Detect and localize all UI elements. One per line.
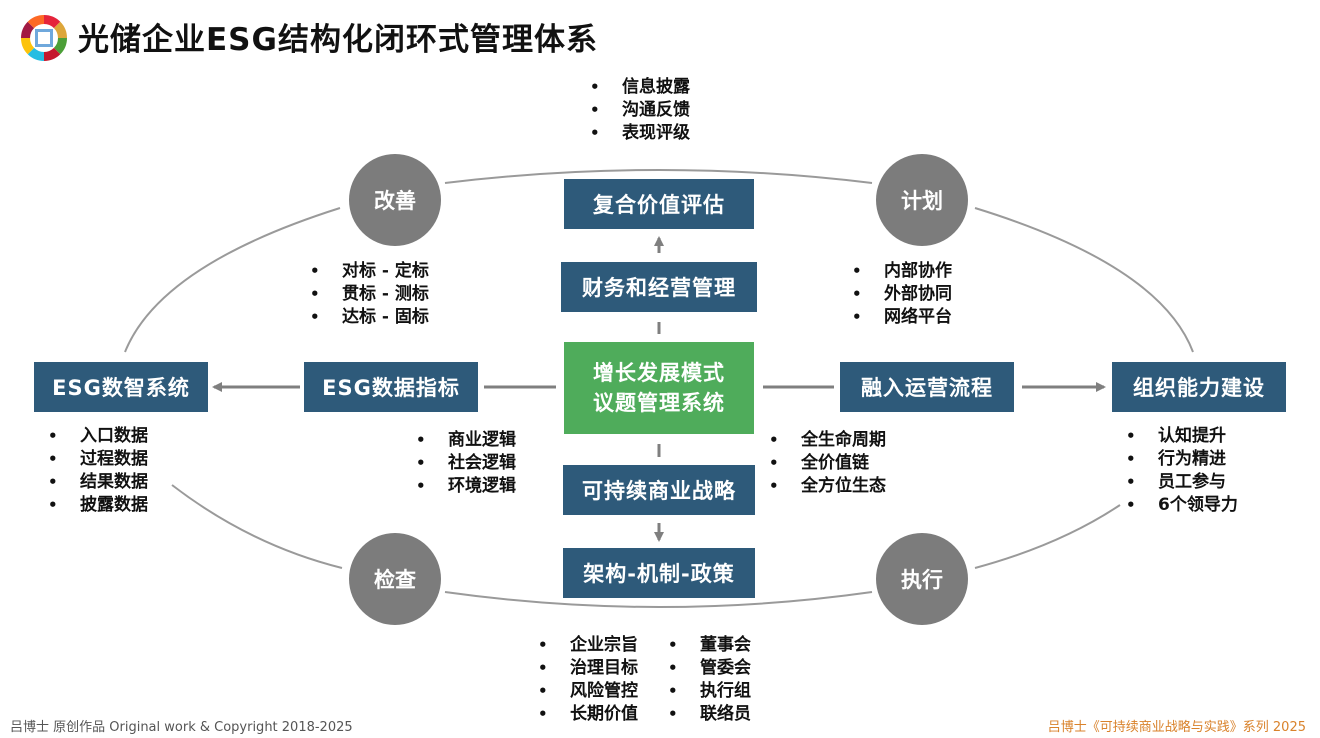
list-item: 全生命周期	[765, 429, 886, 452]
list-org-capability: 认知提升 行为精进 员工参与 6个领导力	[1122, 425, 1238, 517]
list-bottom-right: 董事会 管委会 执行组 联络员	[664, 634, 751, 726]
list-bottom-left: 企业宗旨 治理目标 风险管控 长期价值	[534, 634, 638, 726]
list-item: 入口数据	[44, 425, 148, 448]
list-improve: 对标 - 定标 贯标 - 测标 达标 - 固标	[306, 260, 429, 329]
list-item: 执行组	[664, 680, 751, 703]
list-top: 信息披露 沟通反馈 表现评级	[586, 76, 690, 145]
list-item: 社会逻辑	[412, 452, 516, 475]
list-integrate: 全生命周期 全价值链 全方位生态	[765, 429, 886, 498]
list-item: 认知提升	[1122, 425, 1238, 448]
list-item: 长期价值	[534, 703, 638, 726]
execute-circle: 执行	[876, 533, 968, 625]
esg-system-box: ESG数智系统	[34, 362, 208, 412]
list-item: 管委会	[664, 657, 751, 680]
list-item: 贯标 - 测标	[306, 283, 429, 306]
cycle-arc-right-lower	[974, 504, 1121, 569]
list-item: 行为精进	[1122, 448, 1238, 471]
list-esg-system: 入口数据 过程数据 结果数据 披露数据	[44, 425, 148, 517]
list-item: 6个领导力	[1122, 494, 1238, 517]
list-item: 外部协同	[848, 283, 952, 306]
plan-circle: 计划	[876, 154, 968, 246]
improve-circle: 改善	[349, 154, 441, 246]
list-item: 披露数据	[44, 494, 148, 517]
list-plan: 内部协作 外部协同 网络平台	[848, 260, 952, 329]
list-item: 全方位生态	[765, 475, 886, 498]
finance-box: 财务和经营管理	[561, 262, 757, 312]
list-item: 员工参与	[1122, 471, 1238, 494]
structure-box: 架构-机制-政策	[563, 548, 755, 598]
esg-indicators-box: ESG数据指标	[304, 362, 478, 412]
list-item: 内部协作	[848, 260, 952, 283]
sdg-logo-icon	[20, 14, 68, 62]
strategy-box: 可持续商业战略	[563, 465, 755, 515]
org-capability-box: 组织能力建设	[1112, 362, 1286, 412]
list-item: 企业宗旨	[534, 634, 638, 657]
list-item: 过程数据	[44, 448, 148, 471]
list-item: 表现评级	[586, 122, 690, 145]
list-item: 网络平台	[848, 306, 952, 329]
list-item: 对标 - 定标	[306, 260, 429, 283]
list-item: 联络员	[664, 703, 751, 726]
list-item: 结果数据	[44, 471, 148, 494]
footer-series: 吕博士《可持续商业战略与实践》系列 2025	[1047, 720, 1306, 735]
list-item: 商业逻辑	[412, 429, 516, 452]
integrate-box: 融入运营流程	[840, 362, 1014, 412]
growth-line-1: 增长发展模式	[593, 361, 725, 385]
list-item: 董事会	[664, 634, 751, 657]
cycle-arc-right-upper	[974, 207, 1194, 353]
footer-copyright: 吕博士 原创作品 Original work & Copyright 2018-…	[10, 720, 353, 735]
cycle-arc-bottom	[444, 591, 873, 608]
list-esg-indicators: 商业逻辑 社会逻辑 环境逻辑	[412, 429, 516, 498]
page-title: 光储企业ESG结构化闭环式管理体系	[78, 22, 598, 58]
cycle-arc-top	[444, 169, 873, 184]
list-item: 达标 - 固标	[306, 306, 429, 329]
check-circle: 检查	[349, 533, 441, 625]
cycle-arc-left-lower	[171, 484, 343, 569]
cycle-arc-left-upper	[124, 207, 341, 353]
list-item: 信息披露	[586, 76, 690, 99]
growth-system-box: 增长发展模式 议题管理系统	[564, 342, 754, 434]
list-item: 沟通反馈	[586, 99, 690, 122]
list-item: 全价值链	[765, 452, 886, 475]
composite-value-box: 复合价值评估	[564, 179, 754, 229]
growth-line-2: 议题管理系统	[593, 391, 725, 415]
list-item: 治理目标	[534, 657, 638, 680]
list-item: 风险管控	[534, 680, 638, 703]
list-item: 环境逻辑	[412, 475, 516, 498]
